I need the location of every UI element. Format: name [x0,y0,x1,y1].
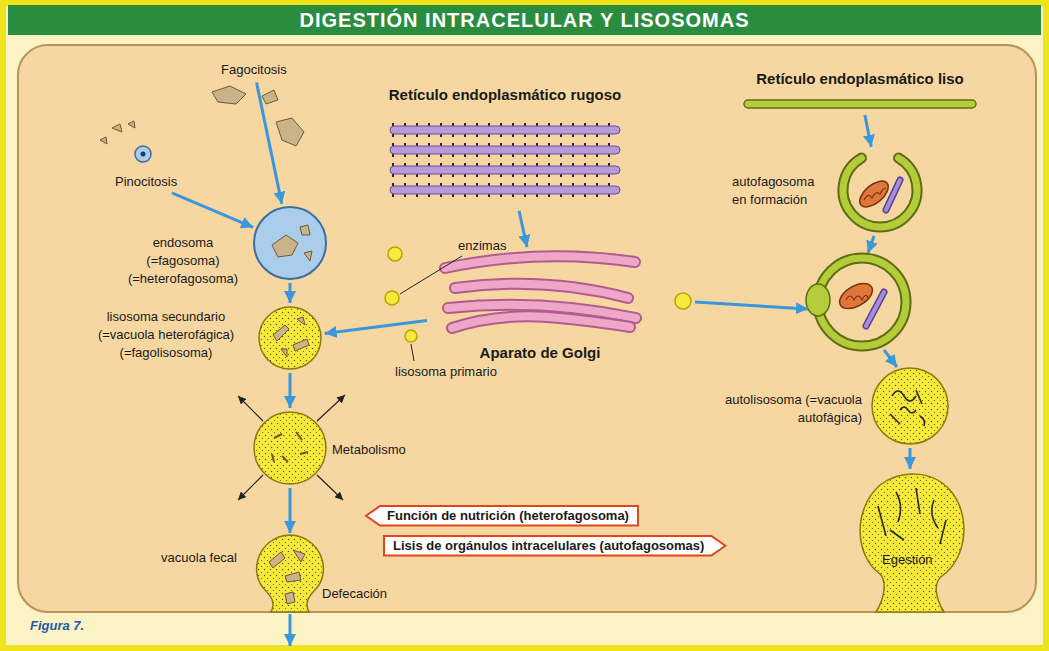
autolysosome-circle: autolisosoma (=vacuola autofágica) [870,366,950,446]
structure-label: autolisosoma (=vacuola autofágica) [725,392,862,425]
metabolite-arrow [238,395,345,500]
title-bar: DIGESTIÓN INTRACELULAR Y LISOSOMAS [8,5,1041,35]
flow-arrow [290,236,897,646]
fecal-vacuole-shape [245,532,335,612]
flow-arrow [289,283,292,303]
autophagosome-forming: autofagosoma en formación [838,148,922,232]
structure-label: Egestión [882,552,933,567]
metabolism-circle-shape [252,410,328,486]
arrow-box-outline [384,536,725,556]
flow-arrow [325,320,427,333]
endosome-circle: endosoma (=fagosoma) (=heterofagosoma) [252,205,328,281]
arrow-box-outline [366,506,638,526]
primary-lysosome [385,247,691,342]
process-label: Pinocitosis [112,172,180,192]
pinocytic-vesicle [141,152,146,157]
structure-label: enzimas [458,238,506,253]
label-holder: Metabolismo [332,440,432,458]
structure-label: autofagosoma en formación [732,174,814,207]
flow-arrow [172,193,253,228]
flow-arrow [257,83,282,204]
label-holder: vacuola fecal [133,548,237,566]
structure-label: lisosoma primario [395,364,497,379]
golgi-cisternae [445,256,636,328]
node-text: Retículo endoplasmático liso [756,70,964,88]
leader-line [400,256,462,294]
food-particles [100,86,304,146]
label-holder: autolisosoma (=vacuola autofágica) [720,390,862,426]
structure-label: vacuola fecal [161,550,237,565]
node-text: Retículo endoplasmático rugoso [389,86,622,104]
node-text: Función de nutrición (heterofagosoma) [387,508,629,524]
endosome-circle-shape [252,205,328,281]
flow-arrow [289,488,292,533]
node-text: Lisis de orgánulos intracelulares (autof… [393,538,704,554]
fecal-vacuole: vacuola fecal [245,532,335,612]
autolysosome-circle-shape [870,366,950,446]
flow-arrow [289,373,292,408]
label-holder: Egestión [882,550,952,568]
rough-er-membranes [390,126,620,194]
cell-body [18,45,1036,612]
node-text: Aparato de Golgi [480,344,601,362]
figure-number: Figura 7. [30,618,84,633]
flow-arrow [865,115,871,147]
pinocytic-vesicle [135,146,151,162]
process-label: Fagocitosis [218,60,290,80]
label-holder: lisosoma secundario (=vacuola heterofági… [85,307,247,361]
structure-label: lisosoma secundario (=vacuola heterofági… [98,309,234,360]
egestion-vacuole: Egestión [850,470,970,612]
secondary-lysosome-circle-shape [257,305,323,371]
autophagosome-forming-shape [838,148,922,232]
label-holder: autofagosoma en formación [732,172,832,208]
structure-label: endosoma (=fagosoma) (=heterofagosoma) [128,235,238,286]
autophagosome-ring [806,258,906,346]
page-frame [3,3,1046,648]
node-text: Fagocitosis [221,62,287,78]
golgi-region: Aparato de Golgi [430,250,650,362]
process-label: Defecación [322,586,387,601]
leader-line [411,344,414,361]
label-holder: endosoma (=fagosoma) (=heterofagosoma) [124,233,242,287]
egestion-vacuole-shape [850,470,970,612]
smooth-er-region: Retículo endoplasmático liso [740,70,980,112]
nutrition-arrow-box: Función de nutrición (heterofagosoma) [365,505,639,527]
structure-label: Metabolismo [332,442,406,457]
rough-er-region: Retículo endoplasmático rugoso [380,86,630,208]
flow-arrow [519,211,527,247]
metabolism-circle: Metabolismo [252,410,328,486]
flow-arrow [909,448,912,469]
secondary-lysosome-circle: lisosoma secundario (=vacuola heterofági… [257,305,323,371]
node-text: Pinocitosis [115,174,177,190]
diagram-title: DIGESTIÓN INTRACELULAR Y LISOSOMAS [300,9,750,32]
lysis-arrow-box: Lisis de orgánulos intracelulares (autof… [383,535,726,557]
